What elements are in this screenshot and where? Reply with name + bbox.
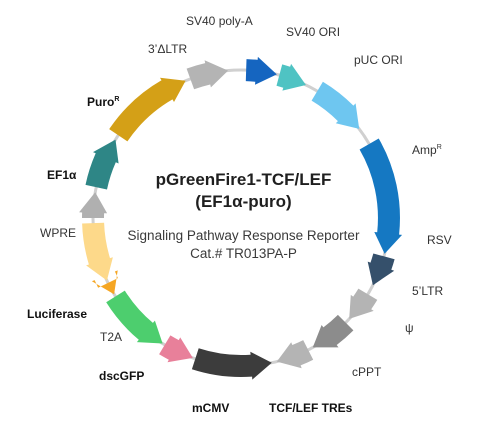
label-ampr: AmpR	[412, 143, 442, 157]
label-tcf-lef-tres: TCF/LEF TREs	[269, 401, 353, 415]
feature-arrow-psi	[312, 314, 354, 348]
label-puror: PuroR	[87, 95, 120, 109]
label-3ltr: 3’ΔLTR	[148, 42, 188, 56]
label-t2a: T2A	[100, 330, 123, 344]
label-cppt: cPPT	[352, 365, 382, 379]
feature-arrow-sv40-ori	[276, 63, 306, 91]
feature-arrow-luciferase	[82, 222, 113, 281]
feature-arrow-ltr3	[186, 60, 229, 90]
feature-arrow-tres	[191, 348, 272, 380]
plasmid-variant: (EF1α-puro)	[195, 192, 292, 211]
label-sv40-polya: SV40 poly-A	[186, 14, 253, 28]
label-5ltr: 5’LTR	[412, 284, 444, 298]
feature-arrow-ef1a	[85, 139, 119, 190]
catalog-number: Cat.# TR013PA-P	[190, 246, 297, 261]
feature-arrow-rsv	[367, 253, 395, 286]
label-dscgfp: dscGFP	[99, 369, 145, 383]
feature-arrow-sv40-polya	[245, 56, 277, 85]
feature-arrow-t2a	[91, 270, 118, 295]
plasmid-name: pGreenFire1-TCF/LEF	[155, 170, 332, 189]
label-mcmv: mCMV	[192, 401, 230, 415]
label-sv40-ori: SV40 ORI	[286, 25, 341, 39]
feature-arrow-ampr	[359, 138, 403, 254]
feature-arrow-puc-ori	[311, 81, 360, 129]
feature-arrow-dscgfp	[106, 290, 163, 344]
label-rsv: RSV	[427, 233, 452, 247]
feature-arrow-puror	[109, 77, 186, 142]
plasmid-description: Signaling Pathway Response Reporter	[127, 228, 360, 243]
label-wpre: WPRE	[40, 226, 76, 240]
feature-arrow-cppt	[276, 340, 314, 369]
label-puc-ori: pUC ORI	[354, 53, 403, 67]
label-luciferase: Luciferase	[27, 307, 88, 321]
feature-arrow-wpre	[79, 192, 108, 218]
feature-arrow-mcmv	[159, 335, 193, 363]
label-psi: ψ	[405, 321, 414, 335]
label-ef1a: EF1α	[47, 168, 77, 182]
feature-arrow-ltr5	[349, 288, 378, 319]
